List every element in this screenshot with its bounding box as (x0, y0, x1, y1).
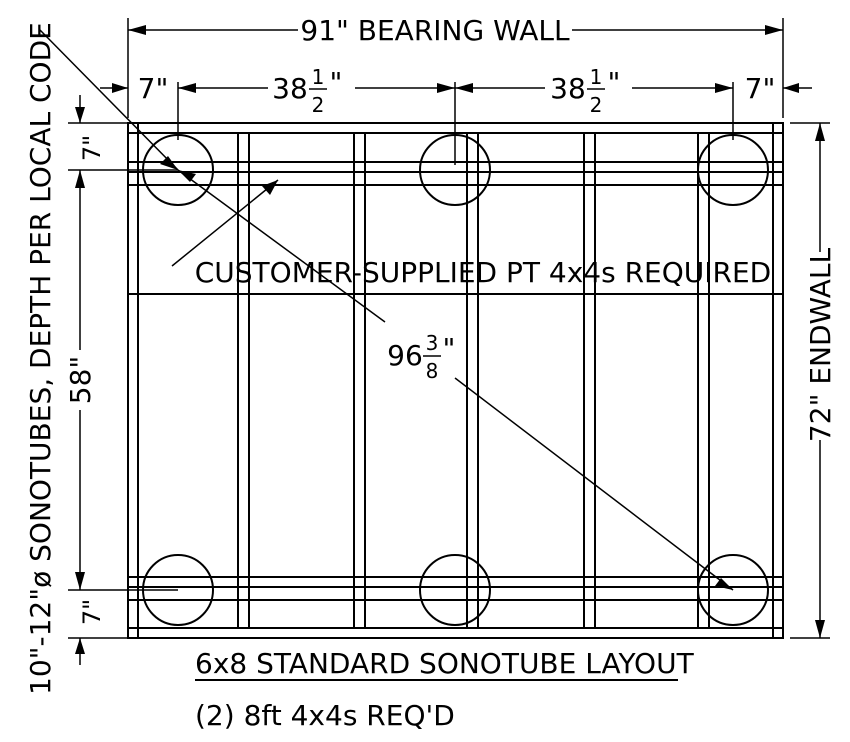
dimension-diagonal: 96 3 8 " (177, 169, 734, 591)
bearing-wall-label: 91" BEARING WALL (300, 14, 570, 47)
note-sonotubes: 10"-12"ø SONOTUBES, DEPTH PER LOCAL CODE (24, 22, 179, 695)
edge-top-left-label: 7" (78, 135, 106, 161)
endwall-label: 72" ENDWALL (804, 248, 837, 443)
joists (237, 132, 710, 629)
span-left-num: 1 (312, 65, 325, 89)
diagonal-num: 3 (426, 331, 439, 355)
diagonal-den: 8 (426, 359, 439, 383)
diagonal-inch: " (443, 332, 456, 365)
dimension-post-spacing: 7" 38 1 2 " 38 1 2 " 7" (100, 65, 812, 165)
layout-title: 6x8 STANDARD SONOTUBE LAYOUT (195, 647, 695, 680)
frame-outline (127, 122, 784, 639)
note-pt-4x4: CUSTOMER-SUPPLIED PT 4x4s REQUIRED (171, 179, 772, 289)
sonotubes (142, 134, 769, 626)
sonotube-bottom-right (697, 554, 769, 626)
edge-right-top-label: 7" (745, 72, 776, 105)
span-right-num: 1 (590, 65, 603, 89)
title-block: 6x8 STANDARD SONOTUBE LAYOUT (2) 8ft 4x4… (195, 647, 695, 732)
span-left-whole: 38 (272, 72, 308, 105)
pt-4x4-note: CUSTOMER-SUPPLIED PT 4x4s REQUIRED (195, 256, 772, 289)
pt-4x4-rail-top (128, 161, 783, 186)
sonotubes-note: 10"-12"ø SONOTUBES, DEPTH PER LOCAL CODE (24, 22, 57, 695)
dimension-left-vertical: 7" 58" 7" (64, 95, 178, 665)
dimension-bearing-wall: 91" BEARING WALL (127, 14, 784, 118)
sonotube-bottom-center (419, 554, 491, 626)
edge-left-top-label: 7" (138, 72, 169, 105)
pt-4x4-rail-bottom (128, 576, 783, 601)
layout-subtitle: (2) 8ft 4x4s REQ'D (195, 699, 455, 732)
diagonal-whole: 96 (387, 339, 423, 372)
span-right-den: 2 (590, 93, 603, 117)
span-left-inch: " (330, 66, 343, 99)
span-right-inch: " (608, 66, 621, 99)
edge-bottom-left-label: 7" (78, 599, 106, 625)
span-vertical-label: 58" (64, 356, 97, 405)
span-right-whole: 38 (550, 72, 586, 105)
dimension-endwall: 72" ENDWALL (790, 122, 837, 639)
span-left-den: 2 (312, 93, 325, 117)
